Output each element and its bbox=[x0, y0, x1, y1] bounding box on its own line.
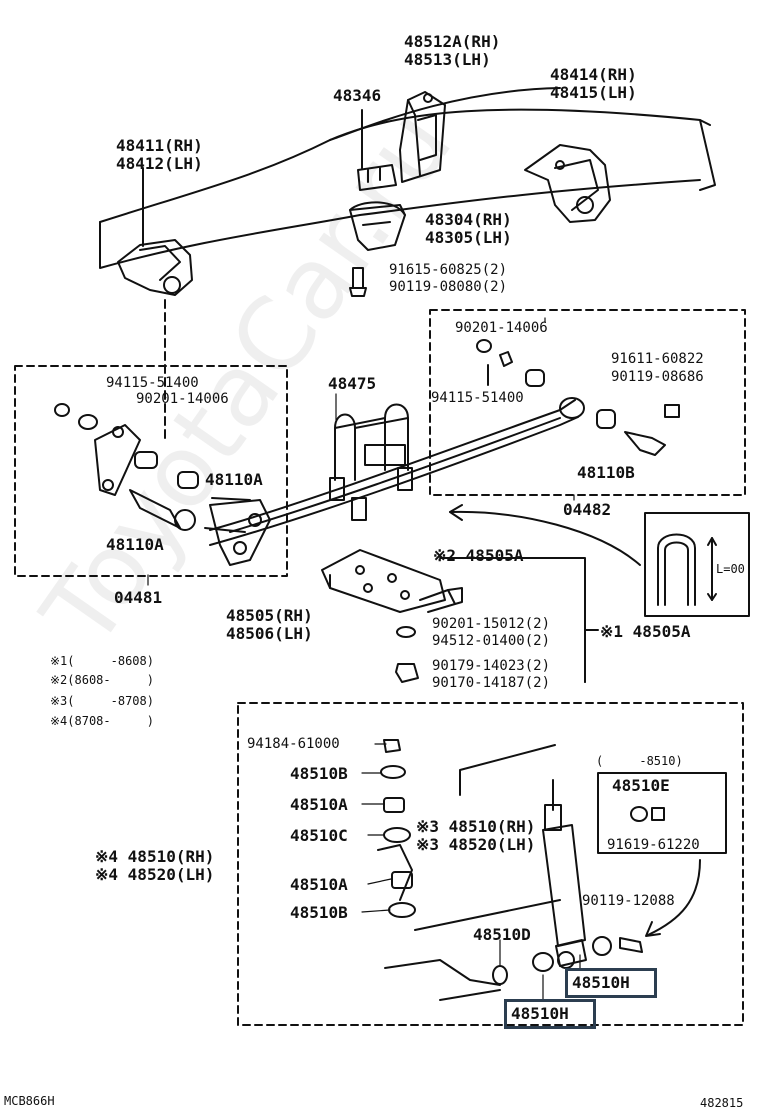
bump-stopper-48304 bbox=[349, 201, 406, 251]
label-91619: 91619-61220 bbox=[607, 837, 700, 853]
label-90179: 90179-14023(2) bbox=[432, 658, 551, 674]
label-48475: 48475 bbox=[328, 374, 377, 393]
label-48506: 48506(LH) bbox=[226, 624, 313, 643]
label-ubolt-length: L=00 bbox=[716, 562, 745, 576]
label-94115-right: 94115-51400 bbox=[431, 390, 524, 406]
kit-box-04482 bbox=[429, 309, 746, 496]
label-90119-08080: 90119-08080(2) bbox=[389, 279, 508, 295]
label-48412: 48412(LH) bbox=[116, 154, 203, 173]
shock-box bbox=[237, 702, 744, 1026]
label-48505a-2: ※2 48505A bbox=[433, 546, 524, 565]
label-48411: 48411(RH) bbox=[116, 136, 203, 155]
label-91615: 91615-60825(2) bbox=[389, 262, 508, 278]
label-inset-range: ( -8510) bbox=[596, 754, 683, 768]
label-48520lh-inner: ※3 48520(LH) bbox=[416, 835, 536, 854]
rear-bracket-48414 bbox=[524, 144, 611, 223]
label-48510d: 48510D bbox=[473, 925, 531, 944]
note-3: ※3( -8708) bbox=[50, 694, 154, 708]
label-04482: 04482 bbox=[563, 500, 612, 519]
label-48510b-top: 48510B bbox=[290, 764, 348, 783]
label-48415: 48415(LH) bbox=[550, 83, 637, 102]
label-48510h-right: 48510H bbox=[572, 973, 630, 992]
label-91611: 91611-60822 bbox=[611, 351, 704, 367]
shock-absorber bbox=[414, 744, 587, 969]
label-48510c: 48510C bbox=[290, 826, 348, 845]
label-48505a-1: ※1 48505A bbox=[600, 622, 691, 641]
label-48520lh-outer: ※4 48520(LH) bbox=[95, 865, 215, 884]
label-48110a-top: 48110A bbox=[205, 470, 263, 489]
label-48346: 48346 bbox=[333, 86, 382, 105]
label-94512: 94512-01400(2) bbox=[432, 633, 551, 649]
label-48510b-bottom: 48510B bbox=[290, 903, 348, 922]
label-94184: 94184-61000 bbox=[247, 736, 340, 752]
label-48513: 48513(LH) bbox=[404, 50, 491, 69]
label-48414: 48414(RH) bbox=[550, 65, 637, 84]
label-48510h-left: 48510H bbox=[511, 1004, 569, 1023]
label-48305: 48305(LH) bbox=[425, 228, 512, 247]
label-48304: 48304(RH) bbox=[425, 210, 512, 229]
code-right: 482815 bbox=[700, 1096, 744, 1110]
note-1: ※1( -8608) bbox=[50, 654, 154, 668]
label-90170: 90170-14187(2) bbox=[432, 675, 551, 691]
shackle-right bbox=[476, 339, 680, 456]
highlight-48510h-left bbox=[504, 999, 596, 1029]
bolt-91615 bbox=[349, 267, 367, 297]
direction-arrow bbox=[449, 510, 641, 566]
code-left: MCB866H bbox=[4, 1094, 55, 1108]
label-90201-15012: 90201-15012(2) bbox=[432, 616, 551, 632]
u-bolt-inset bbox=[644, 512, 750, 617]
label-48505: 48505(RH) bbox=[226, 606, 313, 625]
label-48110b: 48110B bbox=[577, 463, 635, 482]
label-48110a-bottom: 48110A bbox=[106, 535, 164, 554]
washer-90201 bbox=[396, 626, 416, 638]
kit-box-04481 bbox=[14, 365, 288, 577]
label-48510a-top: 48510A bbox=[290, 795, 348, 814]
plate-48346 bbox=[357, 109, 397, 191]
leader-lines bbox=[147, 317, 581, 1001]
label-94115-left: 94115-51400 bbox=[106, 375, 199, 391]
frame-rail bbox=[99, 87, 716, 269]
label-90201-left: 90201-14006 bbox=[136, 391, 229, 407]
shackle-plate-left bbox=[54, 403, 271, 566]
label-48512a: 48512A(RH) bbox=[404, 32, 501, 51]
label-48510e: 48510E bbox=[612, 776, 670, 795]
label-04481: 04481 bbox=[114, 588, 163, 607]
bushings bbox=[377, 739, 643, 1001]
front-bracket-48411 bbox=[117, 167, 193, 296]
label-90119-08686: 90119-08686 bbox=[611, 369, 704, 385]
note-4: ※4(8708- ) bbox=[50, 714, 154, 728]
inset-48510e bbox=[597, 772, 727, 854]
u-bolt-48475 bbox=[329, 403, 413, 521]
label-48510rh-outer: ※4 48510(RH) bbox=[95, 847, 215, 866]
label-48510a-bottom: 48510A bbox=[290, 875, 348, 894]
label-90119-12088: 90119-12088 bbox=[582, 893, 675, 909]
highlight-48510h-right bbox=[565, 968, 657, 998]
spring-hanger-bracket bbox=[399, 91, 446, 183]
label-90201-right: 90201-14006 bbox=[455, 320, 548, 336]
note-2: ※2(8608- ) bbox=[50, 673, 154, 687]
spring-seat-48505 bbox=[321, 549, 463, 613]
inset-bolt bbox=[630, 806, 665, 822]
label-48510rh-inner: ※3 48510(RH) bbox=[416, 817, 536, 836]
nut-90179 bbox=[395, 663, 419, 683]
